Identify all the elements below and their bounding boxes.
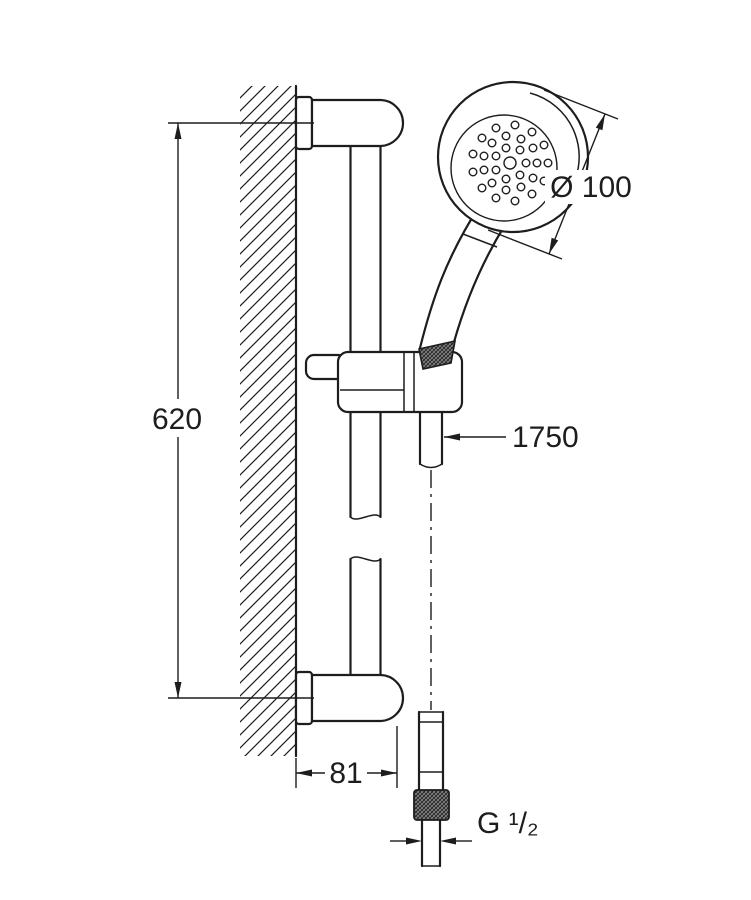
wall-section <box>240 84 298 758</box>
hand-shower-handle <box>418 203 507 370</box>
dim-rail-height-label: 620 <box>152 403 202 436</box>
shower-head <box>436 80 590 234</box>
dim-thread-size-label: G ¹/₂ <box>477 807 539 840</box>
shower-hose <box>413 410 450 868</box>
dimension-head-diameter: Ø 100 <box>487 89 637 260</box>
handle-joint-line <box>462 233 498 248</box>
shower-rail <box>349 144 382 677</box>
hose-upper-stub <box>418 410 444 466</box>
hose-end-fitting <box>413 710 450 868</box>
spray-face <box>450 114 558 222</box>
hose-lower-tail <box>420 818 442 868</box>
dim-wall-offset-label: 81 <box>329 757 362 790</box>
hose-knurled-nut <box>413 789 450 821</box>
dimension-rail-height: 620 <box>146 122 314 699</box>
rail-break-upper <box>349 514 382 520</box>
dim-hose-length-label: 1750 <box>512 421 579 454</box>
rail-break-lower <box>349 556 382 562</box>
dimension-hose-length: 1750 <box>444 421 579 454</box>
handle-knurled-nut <box>418 339 457 370</box>
dimension-wall-offset: 81 <box>295 726 398 790</box>
spray-nozzles <box>468 120 553 206</box>
wall-hatch <box>240 86 296 756</box>
dim-head-diameter-label: Ø 100 <box>550 171 632 204</box>
dimension-thread-size: G ¹/₂ <box>390 807 539 845</box>
